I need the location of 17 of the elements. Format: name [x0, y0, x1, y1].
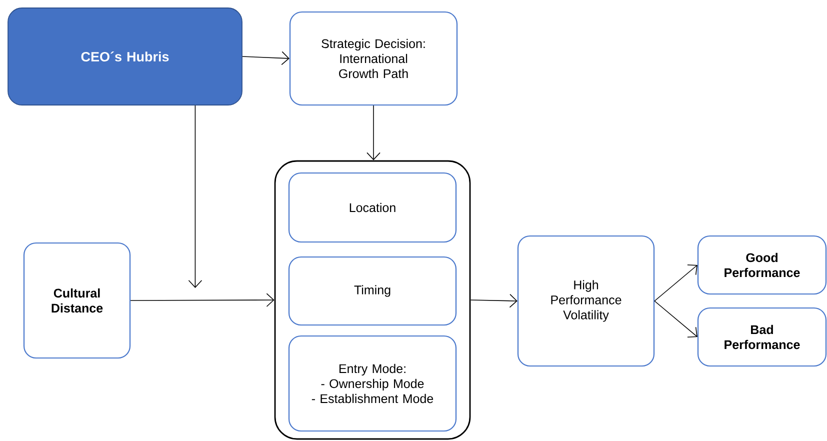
process-box: Location	[288, 172, 457, 243]
group-box	[274, 160, 471, 440]
arrow	[654, 264, 698, 302]
process-box: CEO´s Hubris	[8, 8, 242, 106]
arrow	[654, 300, 698, 338]
process-box: High Performance Volatility	[517, 235, 655, 367]
process-box: Strategic Decision: International Growth Path	[289, 11, 458, 106]
process-box: Cultural Distance	[23, 242, 131, 359]
process-box: Timing	[288, 256, 457, 326]
arrow	[366, 105, 380, 160]
process-box: Entry Mode: - Ownership Mode - Establishment Mode	[288, 335, 457, 432]
arrow	[470, 294, 518, 308]
process-box: Bad Performance	[697, 307, 827, 367]
arrow	[130, 293, 274, 307]
process-box: Good Performance	[697, 235, 827, 295]
arrow	[188, 105, 202, 288]
arrow	[242, 51, 290, 66]
